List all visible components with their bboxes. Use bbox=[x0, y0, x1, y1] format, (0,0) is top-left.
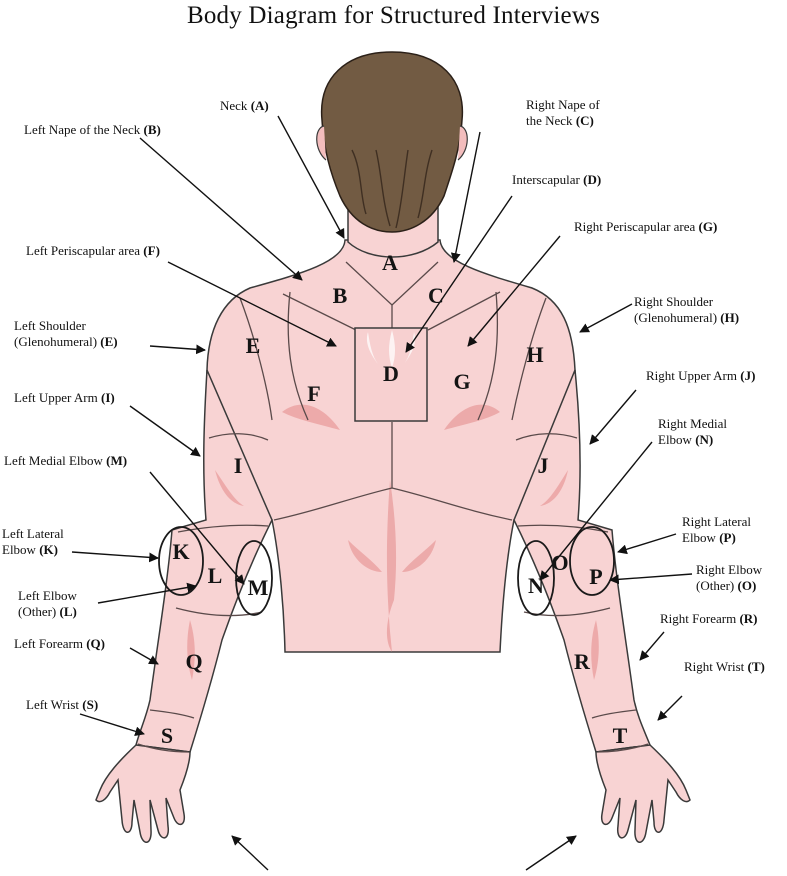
region-letter-d: D bbox=[383, 361, 399, 386]
leader-arrows bbox=[71, 115, 693, 871]
region-letter-o: O bbox=[551, 550, 569, 575]
region-letter-n: N bbox=[528, 573, 544, 598]
left-hand-shape bbox=[95, 744, 191, 843]
region-letter-j: J bbox=[537, 453, 549, 478]
diagram-title: Body Diagram for Structured Interviews bbox=[186, 2, 601, 29]
hair-detail bbox=[351, 149, 433, 229]
callout-left-shoulder: Left Shoulder (Glenohumeral) (E) bbox=[14, 318, 118, 349]
callout-left-nape: Left Nape of the Neck (B) bbox=[24, 122, 161, 137]
region-letter-f: F bbox=[307, 381, 321, 406]
callout-left-wrist: Left Wrist (S) bbox=[26, 697, 99, 712]
callout-right-forearm: Right Forearm (R) bbox=[660, 611, 758, 626]
region-letter-m: M bbox=[247, 575, 269, 600]
callout-right-periscapular: Right Periscapular area (G) bbox=[574, 219, 718, 234]
region-letter-g: G bbox=[453, 369, 471, 394]
region-letter-r: R bbox=[574, 649, 590, 674]
muscle-marks bbox=[187, 404, 599, 680]
left-arm-shape bbox=[135, 369, 273, 753]
callout-right-medial-elbow: Right Medial Elbow (N) bbox=[658, 416, 727, 447]
region-letter-e: E bbox=[245, 333, 261, 358]
region-letter-s: S bbox=[160, 723, 174, 748]
callout-right-shoulder: Right Shoulder (Glenohumeral) (H) bbox=[634, 294, 740, 325]
callout-neck: Neck (A) bbox=[220, 98, 269, 113]
head-hair-shape bbox=[320, 51, 464, 233]
region-letter-i: I bbox=[233, 453, 243, 478]
callout-right-upper-arm: Right Upper Arm (J) bbox=[646, 368, 756, 383]
callout-interscapular: Interscapular (D) bbox=[512, 172, 602, 187]
region-letter-t: T bbox=[612, 723, 628, 748]
region-letter-p: P bbox=[589, 564, 603, 589]
callout-left-lateral-elbow: Left Lateral Elbow (K) bbox=[2, 526, 64, 557]
right-arm-shape bbox=[513, 369, 652, 753]
callout-left-forearm: Left Forearm (Q) bbox=[14, 636, 105, 651]
elbow-ellipses bbox=[158, 526, 615, 616]
left-ear-shape bbox=[316, 125, 327, 161]
right-ear-shape bbox=[457, 125, 468, 161]
callout-left-upper-arm: Left Upper Arm (I) bbox=[14, 390, 115, 405]
region-letter-l: L bbox=[207, 563, 223, 588]
callout-right-elbow-other: Right Elbow (Other) (O) bbox=[696, 562, 763, 593]
region-letter-b: B bbox=[332, 283, 348, 308]
region-letter-k: K bbox=[172, 539, 190, 564]
callout-right-nape: Right Nape of the Neck (C) bbox=[526, 97, 600, 128]
region-letter-q: Q bbox=[185, 649, 203, 674]
region-letter-c: C bbox=[428, 283, 444, 308]
right-hand-shape bbox=[595, 744, 691, 843]
callout-right-lateral-elbow: Right Lateral Elbow (P) bbox=[682, 514, 751, 545]
callout-left-periscapular: Left Periscapular area (F) bbox=[26, 243, 160, 258]
callout-right-wrist: Right Wrist (T) bbox=[684, 659, 765, 674]
callout-left-elbow-other: Left Elbow (Other) (L) bbox=[18, 588, 77, 619]
callout-left-medial-elbow: Left Medial Elbow (M) bbox=[4, 453, 128, 468]
region-letter-h: H bbox=[526, 342, 544, 367]
region-letter-a: A bbox=[382, 250, 398, 275]
